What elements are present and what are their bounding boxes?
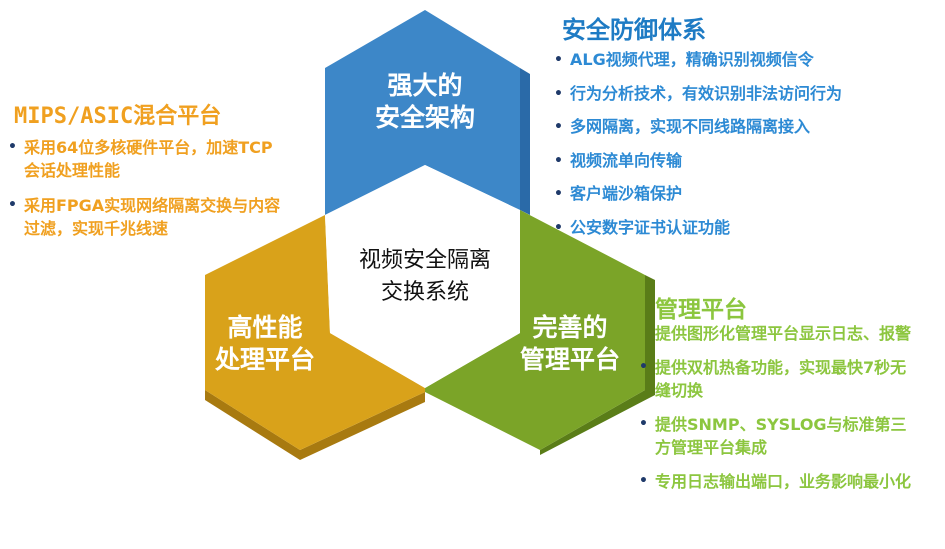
list-item: • 视频流单向传输 bbox=[554, 151, 842, 185]
center-hexagon bbox=[325, 165, 520, 388]
green-hexagon bbox=[425, 210, 645, 450]
list-item: • ALG视频代理，精确识别视频信令 bbox=[554, 50, 842, 84]
top-hex-line1: 强大的 bbox=[387, 71, 463, 100]
management-list: 提供图形化管理平台显示日志、报警 • 提供双机热备功能，实现最快7秒无缝切换 • 提… bbox=[639, 322, 919, 504]
right-hexagon-label: 完善的 管理平台 bbox=[500, 312, 640, 376]
green-hexagon-side bbox=[540, 275, 655, 455]
list-item: 提供图形化管理平台显示日志、报警 bbox=[639, 322, 919, 345]
left-hex-line1: 高性能 bbox=[227, 313, 303, 342]
item-text: 多网隔离，实现不同线路隔离接入 bbox=[570, 117, 811, 136]
left-hex-line2: 处理平台 bbox=[214, 345, 315, 374]
center-hexagon-label: 视频安全隔离 交换系统 bbox=[335, 245, 515, 309]
bullet-icon: • bbox=[639, 359, 648, 375]
center-line1: 视频安全隔离 bbox=[358, 248, 491, 273]
item-text: 专用日志输出端口，业务影响最小化 bbox=[655, 472, 912, 491]
top-hex-line2: 安全架构 bbox=[374, 103, 475, 132]
right-hex-line1: 完善的 bbox=[532, 313, 608, 342]
item-text: 客户端沙箱保护 bbox=[570, 184, 683, 203]
blue-hexagon-side bbox=[520, 68, 530, 215]
list-item: • 提供双机热备功能，实现最快7秒无缝切换 bbox=[639, 356, 919, 402]
item-text: 提供SNMP、SYSLOG与标准第三方管理平台集成 bbox=[655, 415, 907, 457]
list-item: • 公安数字证书认证功能 bbox=[554, 218, 842, 252]
item-text: ALG视频代理，精确识别视频信令 bbox=[570, 50, 814, 69]
bullet-icon: • bbox=[8, 139, 17, 155]
bullet-icon: • bbox=[639, 473, 648, 489]
bullet-icon: • bbox=[554, 85, 563, 102]
management-title: 管理平台 bbox=[655, 297, 747, 323]
item-text: 提供双机热备功能，实现最快7秒无缝切换 bbox=[655, 358, 907, 400]
list-item: • 多网隔离，实现不同线路隔离接入 bbox=[554, 117, 842, 151]
left-hexagon-label: 高性能 处理平台 bbox=[195, 312, 335, 376]
top-hexagon-label: 强大的 安全架构 bbox=[355, 70, 495, 134]
list-item: • 提供SNMP、SYSLOG与标准第三方管理平台集成 bbox=[639, 413, 919, 459]
item-text: 采用64位多核硬件平台，加速TCP会话处理性能 bbox=[24, 138, 273, 180]
item-text: 提供图形化管理平台显示日志、报警 bbox=[655, 324, 912, 343]
right-hex-line2: 管理平台 bbox=[519, 345, 620, 374]
orange-hexagon bbox=[205, 215, 425, 450]
item-text: 视频流单向传输 bbox=[570, 150, 683, 170]
item-text: 采用FPGA实现网络隔离交换与内容过滤，实现千兆线速 bbox=[24, 196, 281, 238]
list-item: • 专用日志输出端口，业务影响最小化 bbox=[639, 470, 919, 493]
bullet-icon: • bbox=[554, 219, 563, 236]
list-item: • 采用FPGA实现网络隔离交换与内容过滤，实现千兆线速 bbox=[8, 194, 288, 240]
list-item: • 行为分析技术，有效识别非法访问行为 bbox=[554, 84, 842, 118]
center-line2: 交换系统 bbox=[380, 280, 469, 305]
orange-hexagon-side bbox=[205, 390, 425, 460]
bullet-icon: • bbox=[554, 119, 563, 135]
bullet-icon: • bbox=[8, 197, 17, 213]
bullet-icon: • bbox=[554, 186, 563, 202]
item-text: 公安数字证书认证功能 bbox=[570, 217, 731, 237]
security-list: • ALG视频代理，精确识别视频信令 • 行为分析技术，有效识别非法访问行为 • 多网… bbox=[554, 50, 842, 251]
list-item: • 采用64位多核硬件平台，加速TCP会话处理性能 bbox=[8, 136, 288, 182]
bullet-icon: • bbox=[554, 52, 563, 68]
list-item: • 客户端沙箱保护 bbox=[554, 184, 842, 218]
hardware-list: • 采用64位多核硬件平台，加速TCP会话处理性能 • 采用FPGA实现网络隔离交换… bbox=[8, 136, 288, 252]
security-title: 安全防御体系 bbox=[562, 16, 706, 44]
blue-hexagon bbox=[325, 10, 520, 215]
item-text: 行为分析技术，有效识别非法访问行为 bbox=[570, 83, 843, 103]
bullet-icon: • bbox=[554, 152, 563, 169]
hardware-title: MIPS/ASIC混合平台 bbox=[14, 104, 222, 129]
bullet-icon: • bbox=[639, 416, 648, 432]
